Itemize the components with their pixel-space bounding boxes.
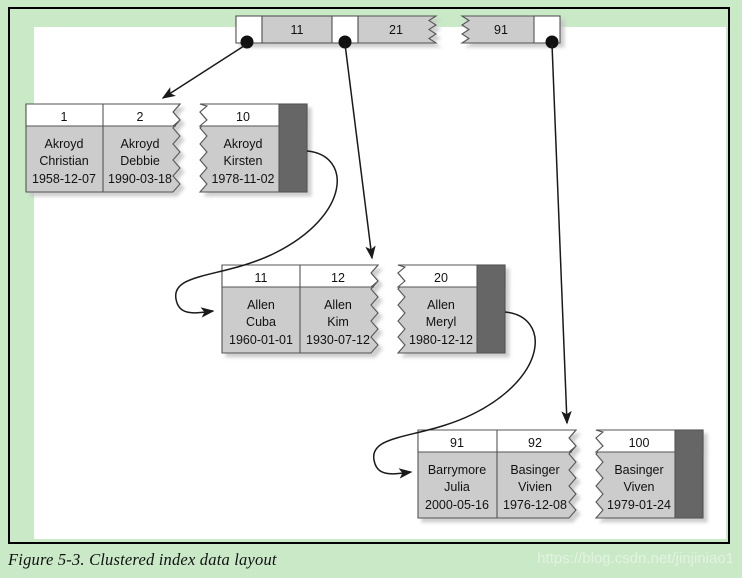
leaf-allen-rec-11-line-2: Cuba [246,315,276,329]
leaf-basinger-rec-92-line-2: Vivien [518,480,552,494]
leaf-basinger-key-91: 91 [450,436,464,450]
leaf-akroyd-key-1: 1 [61,110,68,124]
leaf-allen-key-20: 20 [434,271,448,285]
leaf-basinger-rec-91-line-2: Julia [444,480,470,494]
watermark-text: https://blog.csdn.net/jinjiniao1 [537,550,734,567]
leaf-allen-rec-11-line-3: 1960-01-01 [229,333,293,347]
leaf-allen-key-11: 11 [255,271,268,285]
leaf-akroyd-rec-1-line-3: 1958-12-07 [32,172,96,186]
leaf-allen-next-to-leaf-basinger [373,311,536,479]
leaf-basinger-key-92: 92 [528,436,542,450]
leaf-akroyd-key-2: 2 [137,110,144,124]
leaf-allen-group-b [396,264,506,354]
root-index-node[interactable]: 11 21 91 [235,15,561,49]
leaf-allen-rec-12-line-3: 1930-07-12 [306,333,370,347]
root-key-21: 21 [389,23,403,37]
leaf-allen-rec-20-line-2: Meryl [426,315,457,329]
leaf-allen-rec-12-line-1: Allen [324,298,352,312]
root-segment-left [235,15,438,44]
leaf-allen-rec-12-line-2: Kim [327,315,349,329]
leaf-allen-rec-20-line-3: 1980-12-12 [409,333,473,347]
leaf-akroyd-group-b [198,103,308,193]
leaf-akroyd-rec-2-line-1: Akroyd [121,137,160,151]
leaf-node-barrymore-basinger[interactable]: 91 Barrymore Julia 2000-05-16 92 Basinge… [417,429,704,519]
root-pointer-dot-2[interactable] [338,35,352,49]
leaf-akroyd-rec-2-line-3: 1990-03-18 [108,172,172,186]
leaf-basinger-group-b [594,429,704,519]
root-pointer-3-to-leaf-basinger [551,43,572,425]
figure-caption: Figure 5-3. Clustered index data layout [8,550,277,569]
leaf-node-allen[interactable]: 11 Allen Cuba 1960-01-01 12 Allen Kim 19… [221,264,506,354]
leaf-basinger-group-a [417,429,578,519]
leaf-akroyd-rec-10-line-1: Akroyd [224,137,263,151]
root-key-91: 91 [494,23,508,37]
connector-layer [161,43,572,479]
root-key-11: 11 [291,23,304,37]
root-pointer-1-to-leaf-akroyd [161,43,248,99]
leaf-node-akroyd[interactable]: 1 Akroyd Christian 1958-12-07 2 Akroyd D… [25,103,308,193]
leaf-allen-rec-11-line-1: Allen [247,298,275,312]
leaf-basinger-rec-100-line-2: Viven [623,480,654,494]
leaf-basinger-rec-100-line-1: Basinger [614,463,663,477]
leaf-basinger-rec-92-line-3: 1976-12-08 [503,498,567,512]
leaf-akroyd-rec-1-line-2: Christian [39,154,88,168]
leaf-basinger-rec-91-line-3: 2000-05-16 [425,498,489,512]
root-pointer-2-to-leaf-allen [344,43,376,260]
leaf-basinger-key-100: 100 [629,436,650,450]
leaf-akroyd-key-10: 10 [236,110,250,124]
leaf-allen-group-a [221,264,380,354]
leaf-akroyd-group-a [25,103,182,193]
leaf-akroyd-rec-10-line-3: 1978-11-02 [211,172,274,186]
leaf-akroyd-rec-2-line-2: Debbie [120,154,160,168]
root-segment-right [460,15,561,44]
leaf-akroyd-next-to-leaf-allen [175,150,338,318]
leaf-akroyd-rec-1-line-1: Akroyd [45,137,84,151]
leaf-allen-rec-20-line-1: Allen [427,298,455,312]
root-pointer-dot-3[interactable] [545,35,559,49]
leaf-allen-key-12: 12 [331,271,345,285]
leaf-basinger-rec-92-line-1: Basinger [510,463,559,477]
leaf-akroyd-rec-10-line-2: Kirsten [224,154,263,168]
leaf-basinger-rec-91-line-1: Barrymore [428,463,486,477]
leaf-basinger-rec-100-line-3: 1979-01-24 [607,498,671,512]
